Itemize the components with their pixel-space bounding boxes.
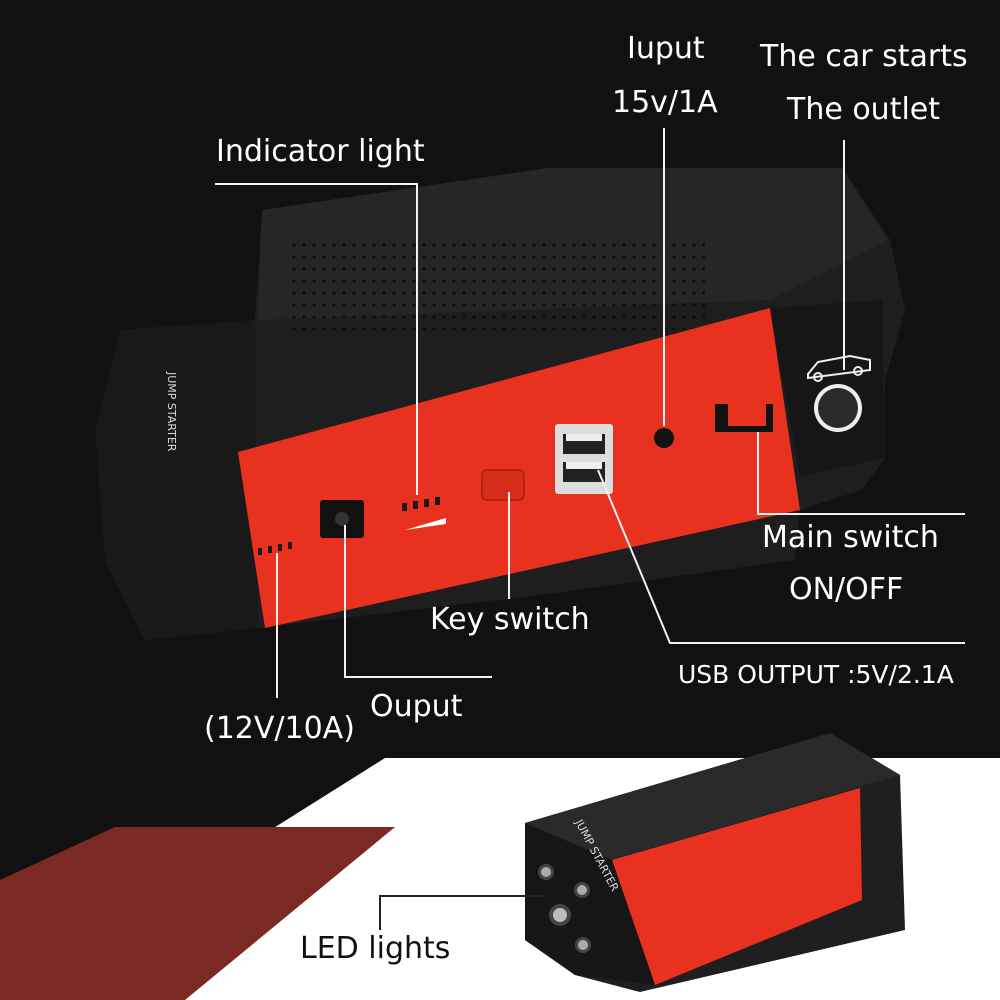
led-lights-label: LED lights bbox=[300, 931, 451, 966]
output-led-indicators bbox=[258, 542, 292, 555]
main-switch-label: Main switch bbox=[762, 520, 939, 555]
on-off-label: ON/OFF bbox=[789, 572, 904, 607]
dark-red-band bbox=[0, 827, 395, 1000]
car-starts-label: The car starts bbox=[760, 39, 968, 74]
indicator-leds bbox=[402, 497, 440, 511]
car-icon bbox=[807, 354, 871, 382]
side-red-panel bbox=[612, 788, 862, 985]
callout-line-led-h bbox=[379, 895, 547, 897]
callout-line-outlet-v bbox=[843, 140, 845, 370]
callout-line-output-h bbox=[344, 676, 492, 678]
callout-line-led-v bbox=[379, 895, 381, 930]
indicator-wedge bbox=[405, 518, 446, 530]
output-label: Ouput bbox=[370, 689, 463, 724]
key-switch-label: Key switch bbox=[430, 602, 590, 637]
outlet-label: The outlet bbox=[787, 92, 941, 127]
input-title-label: Iuput bbox=[627, 31, 705, 66]
left-end-cap bbox=[95, 320, 258, 640]
callout-line-main-v bbox=[757, 432, 759, 514]
red-front-panel bbox=[238, 308, 800, 628]
main-switch-toggle bbox=[728, 400, 766, 426]
input-value-label: 15v/1A bbox=[612, 85, 718, 120]
side-end-cap bbox=[525, 823, 655, 985]
device-side-label: JUMP STARTER bbox=[165, 371, 178, 452]
callout-line-main-h bbox=[757, 513, 965, 515]
side-top bbox=[525, 733, 900, 860]
callout-line-key-v bbox=[508, 492, 510, 599]
callout-line-output-v bbox=[344, 525, 346, 678]
led-lights-cluster bbox=[538, 864, 591, 953]
output-rating-label: (12V/10A) bbox=[204, 711, 355, 746]
input-jack bbox=[654, 428, 674, 448]
callout-line-indicator-v bbox=[416, 183, 418, 495]
callout-line-indicator-h bbox=[215, 183, 418, 185]
vent-grille bbox=[285, 240, 705, 330]
callout-line-input-v bbox=[663, 128, 665, 426]
key-switch bbox=[481, 469, 525, 501]
callout-line-rating-v bbox=[276, 553, 278, 698]
indicator-light-label: Indicator light bbox=[216, 134, 425, 169]
usb-output-label: USB OUTPUT :5V/2.1A bbox=[678, 660, 954, 689]
